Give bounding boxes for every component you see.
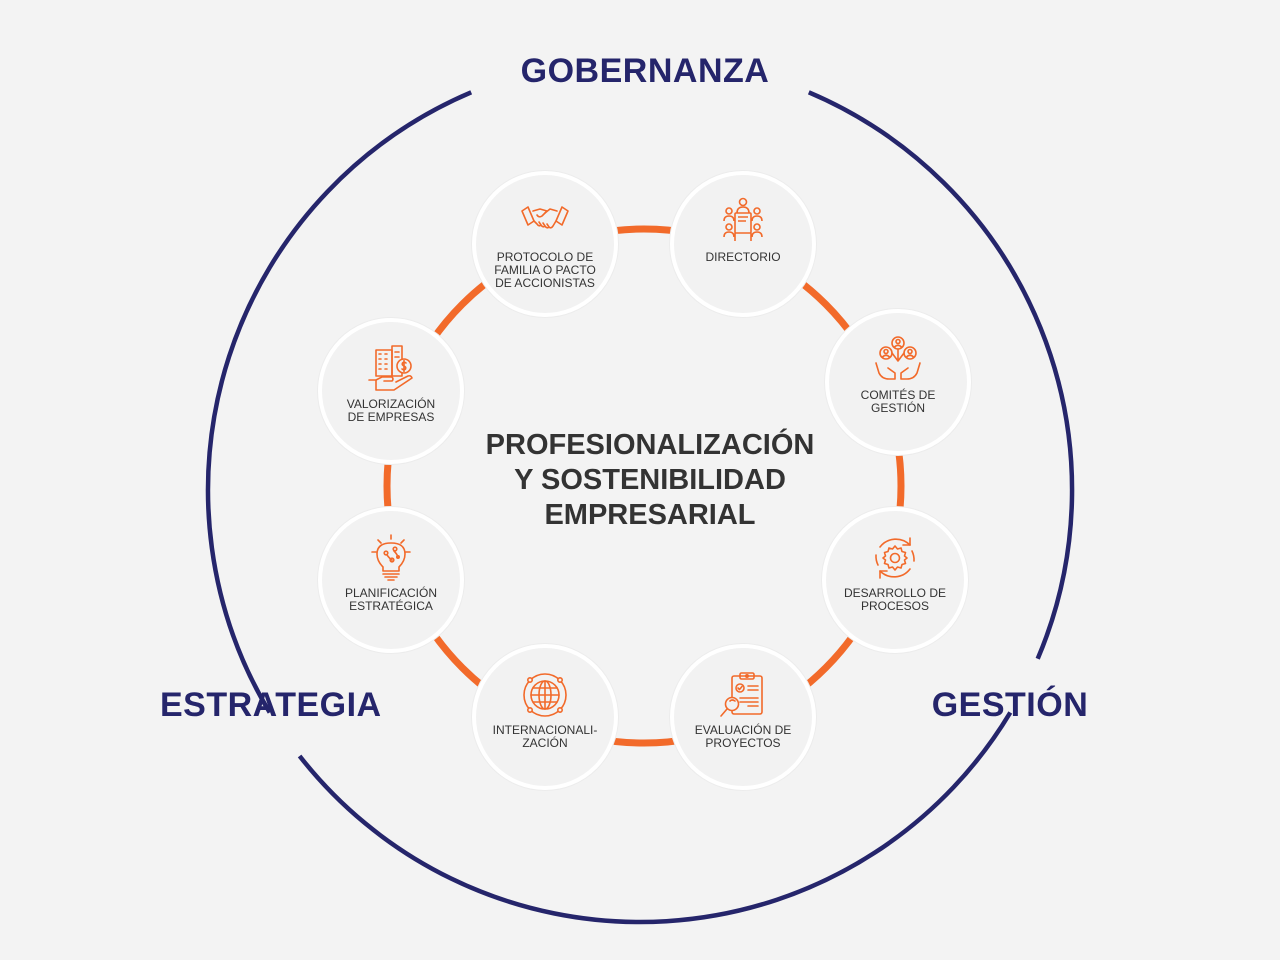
node-label-line: DESARROLLO DE xyxy=(843,586,947,600)
node-label: PLANIFICACIÓN ESTRATÉGICA xyxy=(329,587,453,613)
node-label: VALORIZACIÓN DE EMPRESAS xyxy=(329,398,453,424)
outer-ring-arc-top xyxy=(807,90,1075,660)
node-label-line: EVALUACIÓN DE xyxy=(694,723,792,737)
node-label-line: GESTIÓN xyxy=(870,401,925,415)
inner-ring xyxy=(383,225,905,747)
node-valorizacion-empresas: VALORIZACIÓN DE EMPRESAS xyxy=(318,318,464,464)
node-desarrollo-procesos: DESARROLLO DE PROCESOS xyxy=(822,507,968,653)
outer-ring-arc-bottom xyxy=(205,90,473,714)
node-label-line: INTERNACIONALI- xyxy=(492,723,598,737)
node-internacionalizacion: INTERNACIONALI- ZACIÓN xyxy=(472,644,618,790)
boardroom-icon xyxy=(723,197,763,241)
node-label-line: PROCESOS xyxy=(860,599,929,613)
gear-cycle-icon xyxy=(875,537,915,579)
node-label-line: PLANIFICACIÓN xyxy=(344,586,437,600)
lightbulb-icon xyxy=(371,534,411,581)
outer-ring-arc-right xyxy=(297,711,1013,925)
node-label-line: ESTRATÉGICA xyxy=(349,599,433,613)
node-label-line: ZACIÓN xyxy=(522,736,568,750)
center-title-line: EMPRESARIAL xyxy=(544,499,756,531)
center-title-line: PROFESIONALIZACIÓN xyxy=(485,429,815,461)
node-comites-gestion: COMITÉS DE GESTIÓN xyxy=(825,309,971,455)
node-label: COMITÉS DE GESTIÓN xyxy=(836,389,960,415)
node-label-line: VALORIZACIÓN xyxy=(346,397,436,411)
pillar-label-gobernanza: GOBERNANZA xyxy=(520,52,770,90)
node-evaluacion-proyectos: EVALUACIÓN DE PROYECTOS xyxy=(670,644,816,790)
node-label-line: DE EMPRESAS xyxy=(347,410,435,424)
node-label: DIRECTORIO xyxy=(681,251,805,264)
pillar-label-estrategia: ESTRATEGIA xyxy=(160,686,382,724)
node-label-line: PROTOCOLO DE xyxy=(496,250,594,264)
node-label: EVALUACIÓN DE PROYECTOS xyxy=(681,724,805,750)
pillar-label-gestion: GESTIÓN xyxy=(931,686,1089,724)
center-title-line: Y SOSTENIBILIDAD xyxy=(514,464,786,496)
node-label-line: PROYECTOS xyxy=(705,736,781,750)
node-planificacion-estrategica: PLANIFICACIÓN ESTRATÉGICA xyxy=(318,507,464,653)
node-label-line: FAMILIA O PACTO xyxy=(494,263,596,277)
node-label: INTERNACIONALI- ZACIÓN xyxy=(483,724,607,750)
clipboard-search-icon xyxy=(720,672,763,717)
handshake-icon xyxy=(521,206,569,229)
node-label: PROTOCOLO DE FAMILIA O PACTO DE ACCIONIS… xyxy=(483,251,607,290)
node-protocolo-familia: PROTOCOLO DE FAMILIA O PACTO DE ACCIONIS… xyxy=(472,171,618,317)
team-hands-icon xyxy=(875,336,921,380)
node-directorio: DIRECTORIO xyxy=(670,171,816,317)
building-value-icon xyxy=(368,345,413,391)
node-label-line: COMITÉS DE xyxy=(860,388,936,402)
node-label: DESARROLLO DE PROCESOS xyxy=(833,587,957,613)
node-label-line: DE ACCIONISTAS xyxy=(495,276,595,290)
node-label-line: DIRECTORIO xyxy=(705,250,781,264)
globe-icon xyxy=(523,673,567,717)
center-title: PROFESIONALIZACIÓN Y SOSTENIBILIDAD EMPR… xyxy=(440,428,860,533)
